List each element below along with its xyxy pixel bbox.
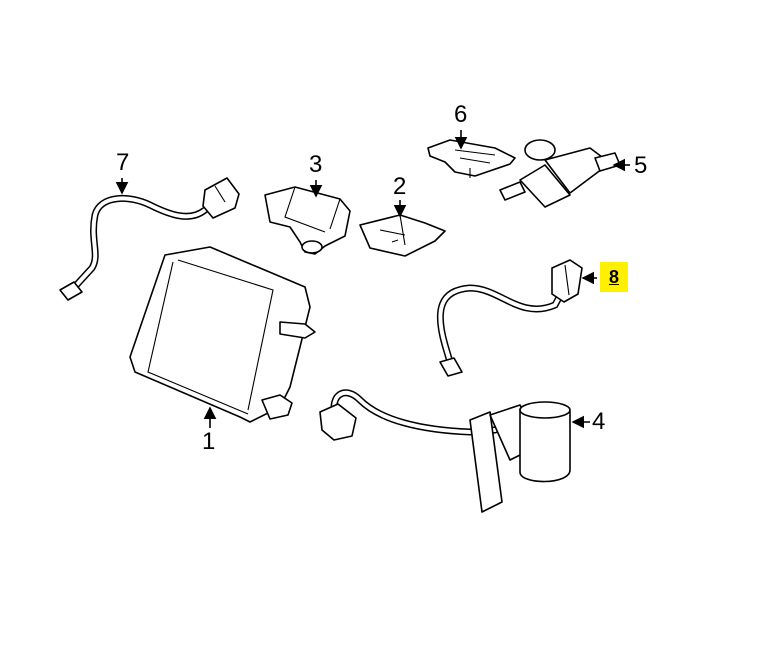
part-4-hose [319,389,499,441]
callout-1: 1 [202,428,216,455]
part-8-sensor [436,259,583,377]
part-4-pump [469,401,571,513]
callout-3: 3 [309,151,323,178]
part-5-solenoid [499,139,621,208]
part-7-sensor [59,177,240,301]
callout-4: 4 [592,408,606,435]
part-3-sensor [264,186,351,255]
leader-lines [115,130,630,429]
callout-6: 6 [454,101,468,128]
callout-2: 2 [393,173,407,200]
part-2-bracket [359,214,446,257]
callout-5: 5 [634,152,648,179]
callout-8-label: 8 [608,267,619,287]
part-1-canister [129,246,316,423]
part-6-connector [427,139,516,178]
callout-7: 7 [116,149,130,176]
callout-8-highlighted-link[interactable]: 8 [600,262,628,292]
